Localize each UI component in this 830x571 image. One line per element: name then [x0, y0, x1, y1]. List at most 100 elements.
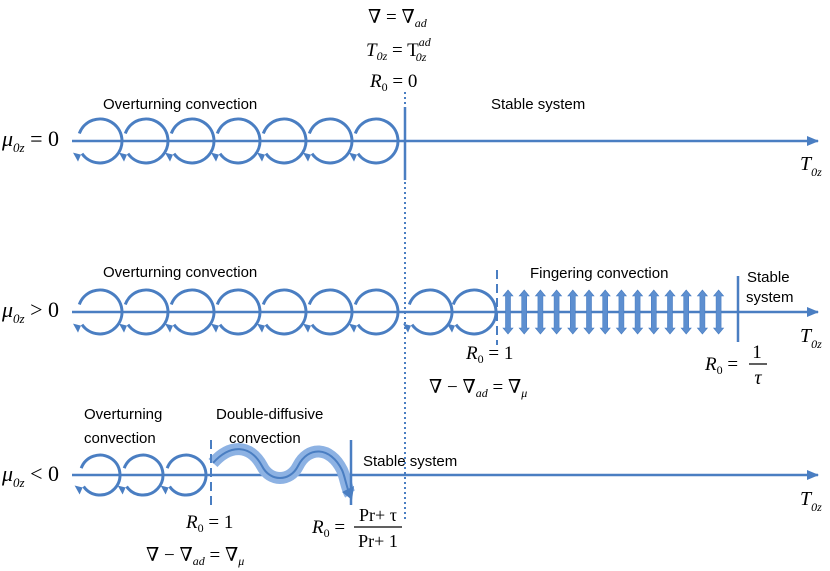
condition-grad-equals-adiabatic: ∇ = ∇ad	[368, 7, 428, 30]
region-stable-row2-line2: system	[746, 289, 794, 306]
roll-arc	[353, 288, 400, 336]
convection-roll	[74, 453, 122, 497]
convection-roll	[257, 117, 308, 165]
roll-arrowhead	[119, 323, 127, 333]
convection-roll	[403, 288, 454, 336]
roll-arrowhead	[119, 152, 127, 162]
roll-arc	[261, 288, 308, 336]
convection-roll	[117, 453, 165, 497]
roll-arrowhead	[303, 323, 311, 333]
roll-arrowhead	[349, 152, 357, 162]
roll-arrowhead	[257, 152, 265, 162]
finger-arrow-shape	[583, 289, 595, 335]
roll-arc	[77, 117, 124, 165]
convection-roll	[349, 288, 400, 336]
t0z-label-row2: T0z	[800, 325, 822, 351]
r0-equals-one-row2: R0 = 1	[465, 343, 513, 366]
roll-arrowhead	[165, 323, 173, 333]
overturning-rolls-row1	[73, 117, 400, 165]
finger-arrow	[712, 289, 725, 335]
gradient-equation-row2: ∇ − ∇ad = ∇μ	[429, 377, 527, 400]
region-fingering-row2: Fingering convection	[530, 265, 668, 282]
roll-arrowhead	[403, 323, 411, 333]
roll-arc	[123, 288, 170, 336]
t0z-label-row1: T0z	[800, 153, 822, 179]
finger-arrow	[664, 289, 676, 335]
finger-arrow-shape	[550, 289, 563, 335]
overturning-rolls-row3	[74, 453, 208, 497]
prandtl-ratio-numerator: Pr+ τ	[359, 505, 397, 525]
convection-roll	[211, 288, 262, 336]
finger-arrow-shape	[599, 289, 611, 335]
inverse-tau-denominator: τ	[754, 367, 762, 389]
region-overturning-row3-line2: convection	[84, 430, 156, 447]
wave-outline	[212, 448, 351, 495]
convection-roll	[165, 288, 216, 336]
roll-arc	[307, 117, 354, 165]
finger-arrow-shape	[648, 289, 660, 335]
prandtl-ratio-denominator: Pr+ 1	[358, 531, 398, 551]
roll-arc	[407, 288, 454, 336]
roll-arc	[215, 288, 262, 336]
inverse-tau-numerator: 1	[752, 342, 762, 363]
mu-zero-label: μ0z = 0	[1, 126, 59, 155]
finger-arrow	[550, 289, 563, 335]
finger-arrow	[615, 289, 628, 335]
finger-arrow	[502, 289, 514, 335]
region-overturning-row1: Overturning convection	[103, 96, 257, 113]
roll-arrowhead	[74, 485, 83, 495]
mu-positive-label: μ0z > 0	[1, 297, 59, 326]
roll-arrowhead	[349, 323, 357, 333]
finger-arrow-shape	[664, 289, 676, 335]
finger-arrow	[631, 289, 644, 335]
condition-r0-zero: R0 = 0	[369, 71, 417, 94]
r0-equals-inverse-tau: R0 =	[704, 354, 738, 377]
convection-roll	[211, 117, 262, 165]
roll-arc	[122, 453, 165, 497]
region-stable-row1: Stable system	[491, 96, 585, 113]
finger-arrow-shape	[518, 289, 530, 335]
roll-arrowhead	[257, 323, 265, 333]
convection-roll	[73, 117, 124, 165]
finger-arrow-shape	[534, 289, 547, 335]
convection-roll	[303, 117, 354, 165]
roll-arc	[123, 117, 170, 165]
roll-arrowhead	[160, 485, 169, 495]
roll-arc	[169, 117, 216, 165]
finger-arrows-row2	[502, 289, 725, 335]
roll-arrowhead	[73, 152, 81, 162]
region-stable-row3: Stable system	[363, 453, 457, 470]
roll-arrowhead	[211, 323, 219, 333]
roll-arc	[215, 117, 262, 165]
t0z-label-row3: T0z	[800, 488, 822, 514]
row-mu-positive: μ0z > 0 Overturning convection Fingering…	[1, 264, 822, 400]
roll-arc	[79, 453, 122, 497]
region-overturning-row2: Overturning convection	[103, 264, 257, 281]
r0-equals-prandtl-ratio: R0 =	[311, 517, 345, 540]
convection-roll	[73, 288, 124, 336]
finger-arrow-shape	[680, 289, 692, 335]
finger-arrow-shape	[567, 289, 579, 335]
mu-negative-label: μ0z < 0	[1, 461, 59, 490]
finger-arrow-shape	[502, 289, 514, 335]
convection-roll	[165, 117, 216, 165]
region-stable-row2-line1: Stable	[747, 269, 790, 286]
finger-arrow	[583, 289, 595, 335]
region-double-diffusive-line1: Double-diffusive	[216, 406, 323, 423]
roll-arrowhead	[447, 323, 455, 333]
roll-arc	[169, 288, 216, 336]
finger-arrow	[648, 289, 660, 335]
roll-arrowhead	[165, 152, 173, 162]
roll-arc	[77, 288, 124, 336]
finger-arrow	[567, 289, 579, 335]
region-double-diffusive-line2: convection	[229, 430, 301, 447]
roll-arc	[353, 117, 400, 165]
finger-arrow	[599, 289, 611, 335]
roll-arrowhead	[303, 152, 311, 162]
row-mu-zero: μ0z = 0 Overturning convection Stable sy…	[1, 96, 822, 180]
region-overturning-row3-line1: Overturning	[84, 406, 162, 423]
finger-arrow-shape	[615, 289, 628, 335]
convection-roll	[160, 453, 208, 497]
